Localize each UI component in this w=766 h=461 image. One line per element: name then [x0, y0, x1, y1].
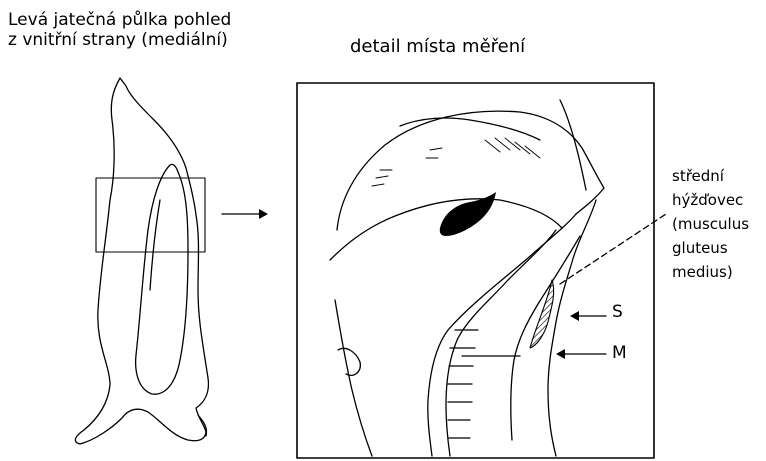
muscle-outer-line [548, 200, 596, 456]
carcass-fold-line [150, 200, 160, 290]
ham-shoulder-line [560, 100, 586, 190]
hatch-strokes [372, 138, 540, 186]
pointer-arrow [222, 209, 268, 219]
carcass-outline [75, 78, 208, 444]
detail-drawing [330, 100, 666, 456]
measured-muscle [530, 280, 554, 348]
arrow-m [556, 349, 606, 359]
carcass-inner-contour [136, 164, 188, 394]
detail-top-arc [400, 118, 540, 140]
bone-right-line [446, 230, 556, 456]
arrow-s [570, 311, 606, 321]
rib-strokes [448, 330, 478, 438]
detail-left-fold [338, 348, 360, 375]
detail-left-contour [335, 300, 372, 456]
detail-frame [297, 83, 654, 458]
